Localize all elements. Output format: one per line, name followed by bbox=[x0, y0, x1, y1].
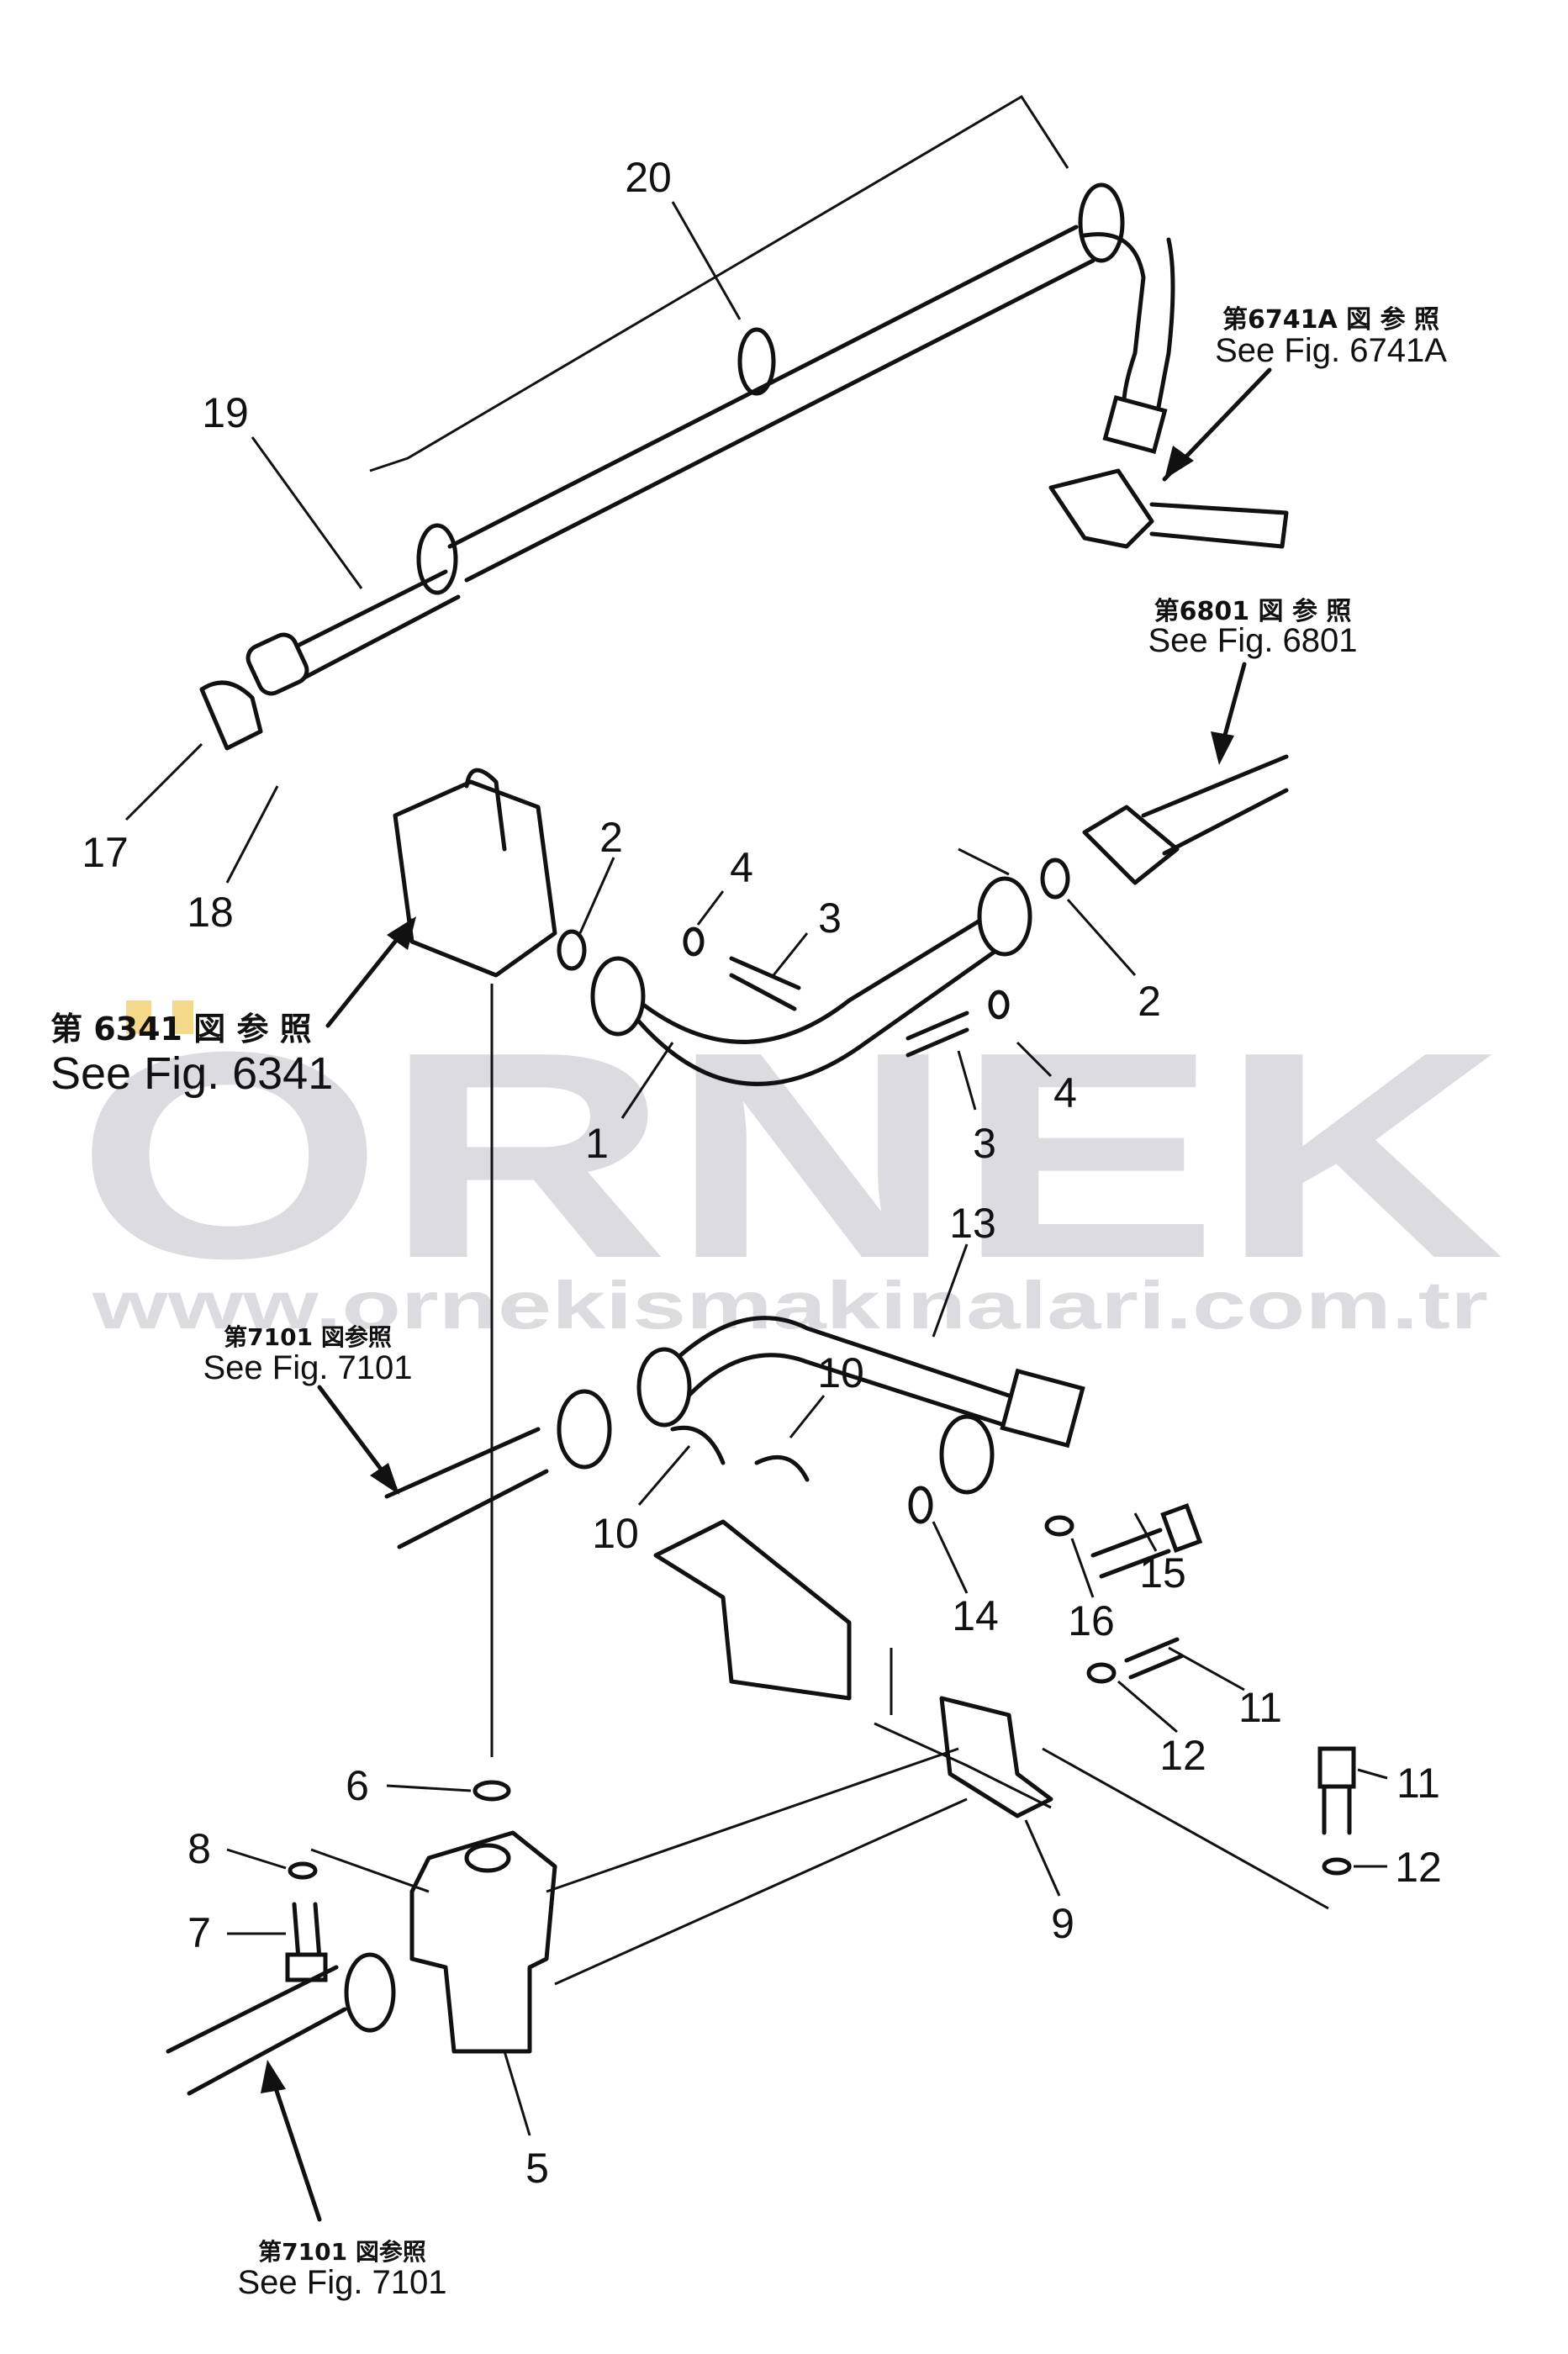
callout-2: 2 bbox=[1138, 978, 1161, 1025]
callout-2: 2 bbox=[599, 814, 623, 861]
ref-6741a-en: See Fig. 6741A bbox=[1215, 332, 1447, 369]
callout-12: 12 bbox=[1159, 1732, 1206, 1779]
watermark-brand: ORNEK bbox=[76, 991, 1505, 1320]
callout-16: 16 bbox=[1068, 1597, 1115, 1644]
callout-7: 7 bbox=[187, 1909, 211, 1956]
callout-5: 5 bbox=[525, 2145, 549, 2192]
callout-17: 17 bbox=[82, 829, 129, 876]
hose-assembly-top bbox=[199, 94, 1289, 751]
ref-6801-jp: 第6801 図 参 照 bbox=[1154, 597, 1352, 626]
callout-11: 11 bbox=[1238, 1684, 1282, 1731]
callout-10: 10 bbox=[592, 1510, 639, 1557]
callout-6: 6 bbox=[346, 1762, 369, 1809]
callout-19: 19 bbox=[202, 389, 249, 436]
ref-6741a-jp: 第6741A 図 参 照 bbox=[1222, 305, 1439, 335]
reference-arrows bbox=[261, 367, 1272, 2222]
callout-8: 8 bbox=[187, 1825, 211, 1872]
callout-12: 12 bbox=[1395, 1844, 1442, 1891]
callout-11: 11 bbox=[1396, 1760, 1440, 1807]
callout-1: 1 bbox=[585, 1120, 609, 1167]
block-5 bbox=[166, 1747, 968, 2096]
watermark-url: www.ornekismakinalari.com.tr bbox=[92, 1268, 1488, 1343]
callout-3: 3 bbox=[973, 1120, 996, 1167]
ref-7101-lower-jp: 第7101 図参照 bbox=[258, 2238, 426, 2266]
ref-7101-lower-en: See Fig. 7101 bbox=[237, 2264, 446, 2301]
ref-7101-upper-en: See Fig. 7101 bbox=[203, 1349, 412, 1386]
callout-15: 15 bbox=[1139, 1549, 1186, 1597]
ref-6341-en: See Fig. 6341 bbox=[50, 1048, 333, 1099]
callout-13: 13 bbox=[949, 1200, 996, 1247]
callout-20: 20 bbox=[625, 154, 672, 201]
pipe-13-bracket bbox=[384, 1316, 1356, 1910]
callout-9: 9 bbox=[1051, 1900, 1074, 1947]
callout-4: 4 bbox=[1053, 1069, 1077, 1116]
callout-3: 3 bbox=[818, 895, 842, 942]
ref-6801-en: See Fig. 6801 bbox=[1148, 622, 1357, 659]
ref-6341-jp: 第 6341 図 参 照 bbox=[50, 1011, 312, 1048]
callout-14: 14 bbox=[952, 1592, 999, 1639]
ref-7101-upper-jp: 第7101 図参照 bbox=[224, 1323, 392, 1351]
callout-10: 10 bbox=[817, 1349, 864, 1396]
callout-4: 4 bbox=[730, 844, 753, 891]
highlight-mark bbox=[126, 1000, 151, 1034]
callout-18: 18 bbox=[187, 889, 234, 936]
highlight-mark bbox=[172, 1000, 193, 1034]
leader-lines bbox=[124, 201, 1388, 2136]
valve-block-6341 bbox=[393, 768, 587, 1757]
